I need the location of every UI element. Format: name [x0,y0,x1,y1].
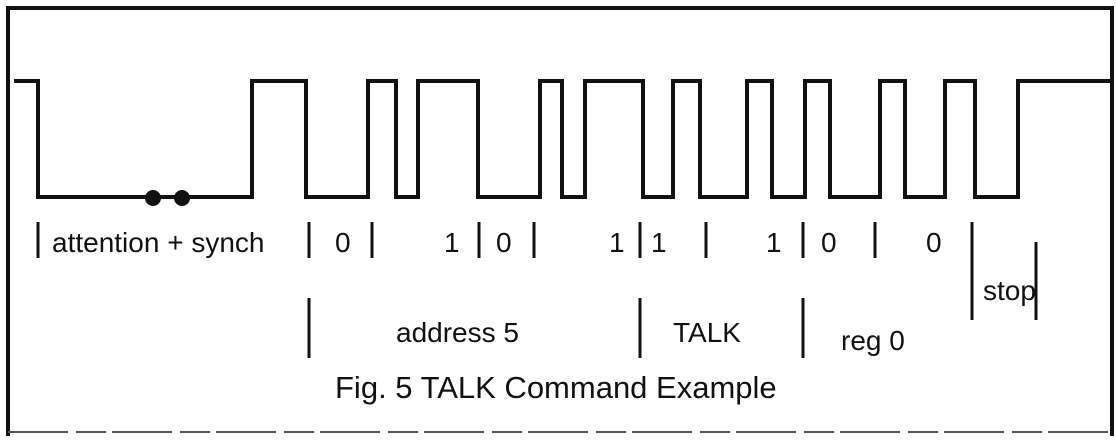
bit-label: 1 [609,227,625,258]
field-separators [307,298,805,358]
adb-signal-waveform [14,79,1112,199]
bit-label: 0 [496,227,512,258]
bit-label: 0 [335,227,351,258]
attention-synch-label: attention + synch [52,227,264,258]
bit-label: 1 [444,227,460,258]
figure-caption: Fig. 5 TALK Command Example [335,370,777,405]
bit-label: 1 [651,227,667,258]
stop-label: stop [983,275,1036,306]
address-field-label: address 5 [396,317,519,348]
frame-border [6,6,1114,436]
bit-label: 0 [821,227,837,258]
ellipsis-dot [174,190,190,206]
register-field-label: reg 0 [841,325,905,356]
ellipsis-dot [145,190,161,206]
bit-label: 0 [926,227,942,258]
talk-field-label: TALK [673,317,741,348]
bit-separators [36,222,1038,320]
bit-label: 1 [766,227,782,258]
